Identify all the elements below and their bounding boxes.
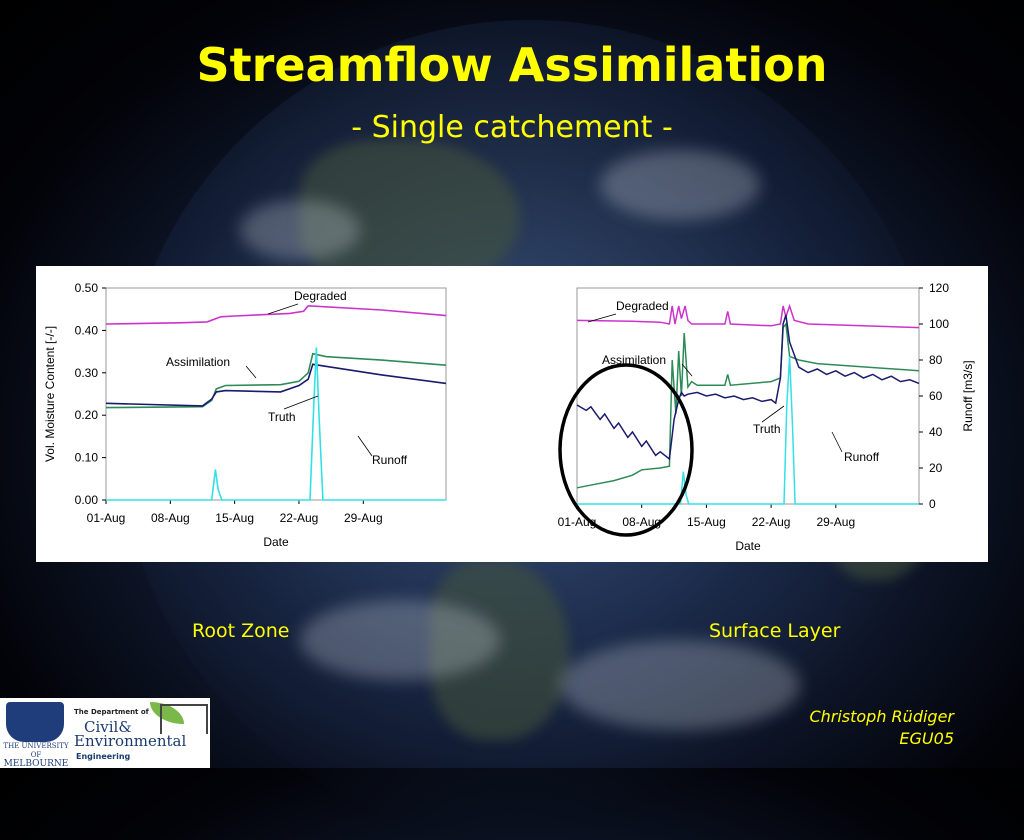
caption-root-zone: Root Zone [192,620,290,642]
right-x-tick-label: 22-Aug [752,515,791,529]
caption-surface-layer: Surface Layer [709,620,841,642]
right-x-tick-label: 29-Aug [816,515,855,529]
right-y-tick-label: 40 [929,425,943,439]
left-y-tick-label: 0.50 [75,281,99,295]
left-x-axis-label: Date [263,535,289,549]
right-x-tick-label: 08-Aug [622,515,661,529]
left-y-tick-label: 0.40 [75,323,99,337]
right-x-tick-label: 15-Aug [687,515,726,529]
cloud-band [600,150,760,220]
right-annotation-pointer [587,313,617,323]
left-x-tick-label: 22-Aug [280,511,319,525]
dept-prefix: The Department of [74,708,149,716]
left-x-tick-label: 08-Aug [151,511,190,525]
right-y-tick-label: 80 [929,353,943,367]
left-annotation-label: Truth [268,410,296,424]
cloud-band [300,600,500,680]
right-series-truth [576,314,920,461]
right-series-runoff [577,356,919,505]
right-annotation-pointer [831,431,843,453]
left-series-runoff [106,347,446,501]
right-series-degraded [576,303,920,329]
right-annotation-pointer [681,363,693,377]
university-line1: THE UNIVERSITY OF [3,742,69,759]
cloud-band [560,640,800,730]
university-logo: THE UNIVERSITY OF MELBOURNE The Departme… [0,698,210,769]
dept-environmental: Environmental [74,732,187,750]
right-y-axis-label: Runoff [m3/s] [961,360,975,431]
left-y-tick-label: 0.10 [75,451,99,465]
left-annotation-pointer [283,395,319,410]
right-y-tick-label: 100 [929,317,949,331]
left-y-tick-label: 0.20 [75,408,99,422]
right-y-tick-label: 120 [929,281,949,295]
left-y-tick-label: 0.00 [75,493,99,507]
dept-engineering: Engineering [76,752,131,761]
left-annotation-pointer [245,365,257,379]
event-name: EGU05 [899,729,954,748]
left-series-degraded [105,304,447,325]
right-y-tick-label: 60 [929,389,943,403]
left-x-tick-label: 15-Aug [215,511,254,525]
dept-civil: Civil& [84,718,132,736]
right-plot-area [576,287,920,505]
right-annotation-label: Runoff [844,450,880,464]
left-y-axis-label: Vol. Moisture Content [-/-] [43,326,57,462]
left-series-assimilation [105,352,447,409]
university-line2: MELBOURNE [3,759,69,769]
slide-subtitle: - Single catchement - [351,110,673,145]
highlight-ellipse [558,363,694,537]
slide-title: Streamflow Assimilation [196,38,828,92]
university-name: THE UNIVERSITY OF MELBOURNE [2,742,70,769]
author-block: Christoph Rüdiger EGU05 [809,706,954,750]
charts-svg: 0.50 0.40 0.30 0.20 0.10 0.00 01-Aug 08-Aug 15-A… [43,281,975,553]
chart-panel: 0.50 0.40 0.30 0.20 0.10 0.00 01-Aug 08-Aug 15-A… [36,266,988,562]
right-series-assimilation [576,322,920,489]
left-annotation-pointer [267,303,299,315]
left-series-truth [105,363,447,407]
right-annotation-label: Truth [753,422,781,436]
right-annotation-label: Degraded [616,299,669,313]
right-y-tick-label: 0 [929,497,936,511]
left-annotation-pointer [357,435,373,457]
right-annotation-label: Assimilation [602,353,666,367]
cloud-band [240,200,360,260]
bridge-icon [160,704,208,734]
right-annotation-pointer [761,405,785,423]
left-plot-area [105,287,447,501]
left-annotation-label: Assimilation [166,355,230,369]
right-y-tick-label: 20 [929,461,943,475]
left-x-tick-label: 01-Aug [87,511,126,525]
left-annotation-label: Runoff [372,453,408,467]
right-x-axis-label: Date [735,539,761,553]
university-crest-icon [6,702,64,742]
author-name: Christoph Rüdiger [809,707,954,726]
north-america-landmass [300,140,520,290]
left-y-tick-label: 0.30 [75,366,99,380]
left-annotation-label: Degraded [294,289,347,303]
south-america-landmass [430,560,570,740]
left-x-tick-label: 29-Aug [344,511,383,525]
